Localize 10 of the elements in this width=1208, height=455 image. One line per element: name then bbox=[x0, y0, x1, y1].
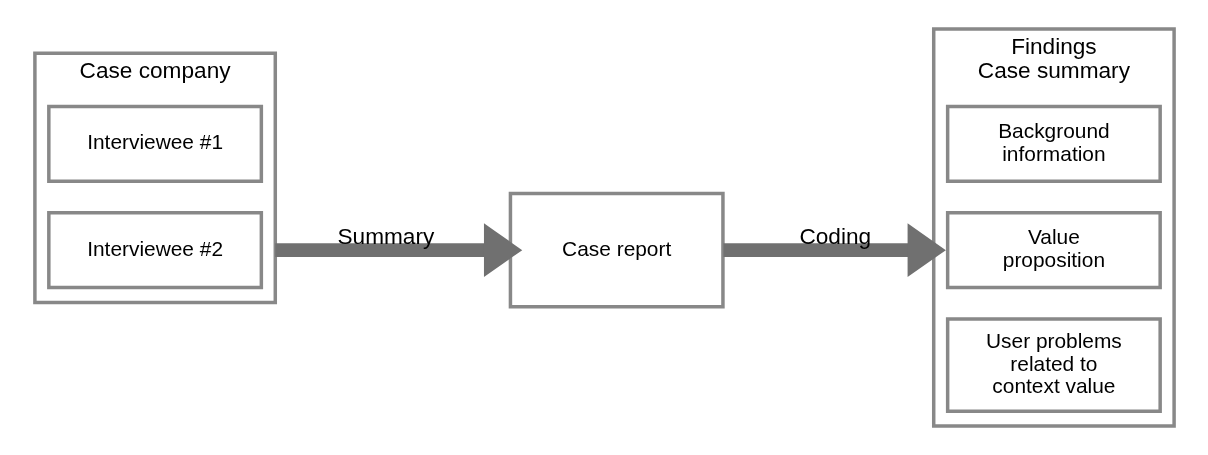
arrow bbox=[722, 223, 946, 277]
node-box: Value proposition bbox=[945, 210, 1162, 290]
edge-label: Summary bbox=[336, 223, 434, 249]
node-box: Interviewee #1 bbox=[46, 104, 263, 184]
edge-label: Coding bbox=[798, 223, 871, 249]
node-box: Interviewee #2 bbox=[46, 210, 263, 290]
arrow bbox=[274, 223, 522, 277]
node-box: User problems related to context value bbox=[945, 317, 1162, 413]
node-box: Case report bbox=[508, 191, 725, 309]
node-box: Background information bbox=[945, 104, 1162, 184]
